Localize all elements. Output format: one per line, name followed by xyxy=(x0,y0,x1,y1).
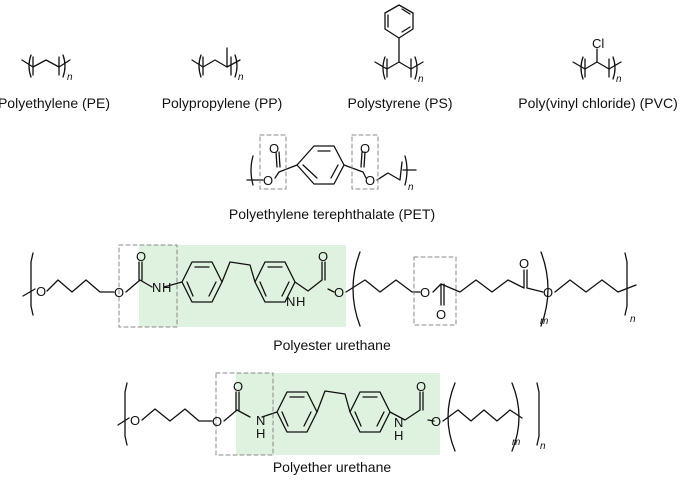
pvc-subscript: n xyxy=(616,74,622,85)
pu-ether-n-atom: N xyxy=(256,413,265,428)
pet-o-atom: O xyxy=(360,141,370,156)
pu-ether-o-atom: O xyxy=(233,379,243,394)
pu-ester-o-atom: O xyxy=(318,249,328,264)
pu-ether-subscript-n: n xyxy=(540,441,546,452)
pu-ester-caption: Polyester urethane xyxy=(273,337,391,353)
pu-ester-o-atom: O xyxy=(136,249,146,264)
pu-ether-o-atom: O xyxy=(212,414,222,429)
pu-ether-subscript-m: m xyxy=(512,437,520,448)
pu-ester-subscript-m: m xyxy=(540,316,548,327)
ps-caption: Polystyrene (PS) xyxy=(347,95,453,111)
pu-ether-o-atom: O xyxy=(431,414,441,429)
pu-ester-o-atom: O xyxy=(334,285,344,300)
pu-ether-aromatic-highlight xyxy=(236,373,440,455)
pu-ether-o-atom: O xyxy=(130,413,140,428)
pu-ester-ester-box xyxy=(413,256,457,326)
pu-ester-aromatic-highlight xyxy=(139,245,346,327)
pu-ether-caption: Polyether urethane xyxy=(272,459,392,475)
pu-ester-urethane-box xyxy=(118,244,178,328)
pet-o-atom: O xyxy=(365,173,375,188)
pu-ester-subscript-n: n xyxy=(630,314,636,325)
pet-caption: Polyethylene terephthalate (PET) xyxy=(228,206,436,222)
pu-ester-h-atom: H xyxy=(296,294,305,309)
pu-ether-h-atom: H xyxy=(394,428,403,443)
pe-caption: Polyethylene (PE) xyxy=(0,95,111,111)
pu-ester-n-atom: N xyxy=(286,294,295,309)
pet-o-atom: O xyxy=(269,141,279,156)
pu-ester-h-atom: H xyxy=(162,280,171,295)
pe-structure xyxy=(21,54,71,78)
pu-ether-structure xyxy=(117,382,540,452)
pp-caption: Polypropylene (PP) xyxy=(161,95,283,111)
pp-structure xyxy=(191,47,241,78)
pu-ester-o-atom: O xyxy=(436,307,446,322)
pu-ester-o-atom: O xyxy=(543,285,553,300)
pet-ester-box-right xyxy=(351,134,379,190)
pet-ester-boxes xyxy=(259,134,379,190)
pe-subscript: n xyxy=(67,72,73,83)
pvc-structure xyxy=(572,48,622,80)
pvc-cl-atom: Cl xyxy=(592,36,604,51)
pp-subscript: n xyxy=(238,72,244,83)
pu-ether-urethane-box xyxy=(215,372,274,456)
pu-ether-h-atom: H xyxy=(256,426,265,441)
pu-ester-o-atom: O xyxy=(420,285,430,300)
ps-subscript: n xyxy=(418,74,424,85)
pu-ether-o-atom: O xyxy=(416,379,426,394)
pu-ether-boxes xyxy=(215,372,274,456)
pet-o-atom: O xyxy=(263,173,273,188)
pet-subscript: n xyxy=(408,182,414,193)
pu-ester-boxes xyxy=(118,244,457,328)
pu-ester-n-atom: N xyxy=(152,280,161,295)
pu-ester-o-atom: O xyxy=(36,284,46,299)
pet-structure xyxy=(246,145,417,186)
pu-ester-o-atom: O xyxy=(519,256,529,271)
pet-ester-box-left xyxy=(259,134,287,190)
pu-ester-structure xyxy=(22,251,637,327)
pvc-caption: Poly(vinyl chloride) (PVC) xyxy=(518,95,678,111)
ps-structure xyxy=(374,4,424,80)
pu-ester-o-atom: O xyxy=(114,285,124,300)
pu-ether-n-atom: N xyxy=(394,415,403,430)
